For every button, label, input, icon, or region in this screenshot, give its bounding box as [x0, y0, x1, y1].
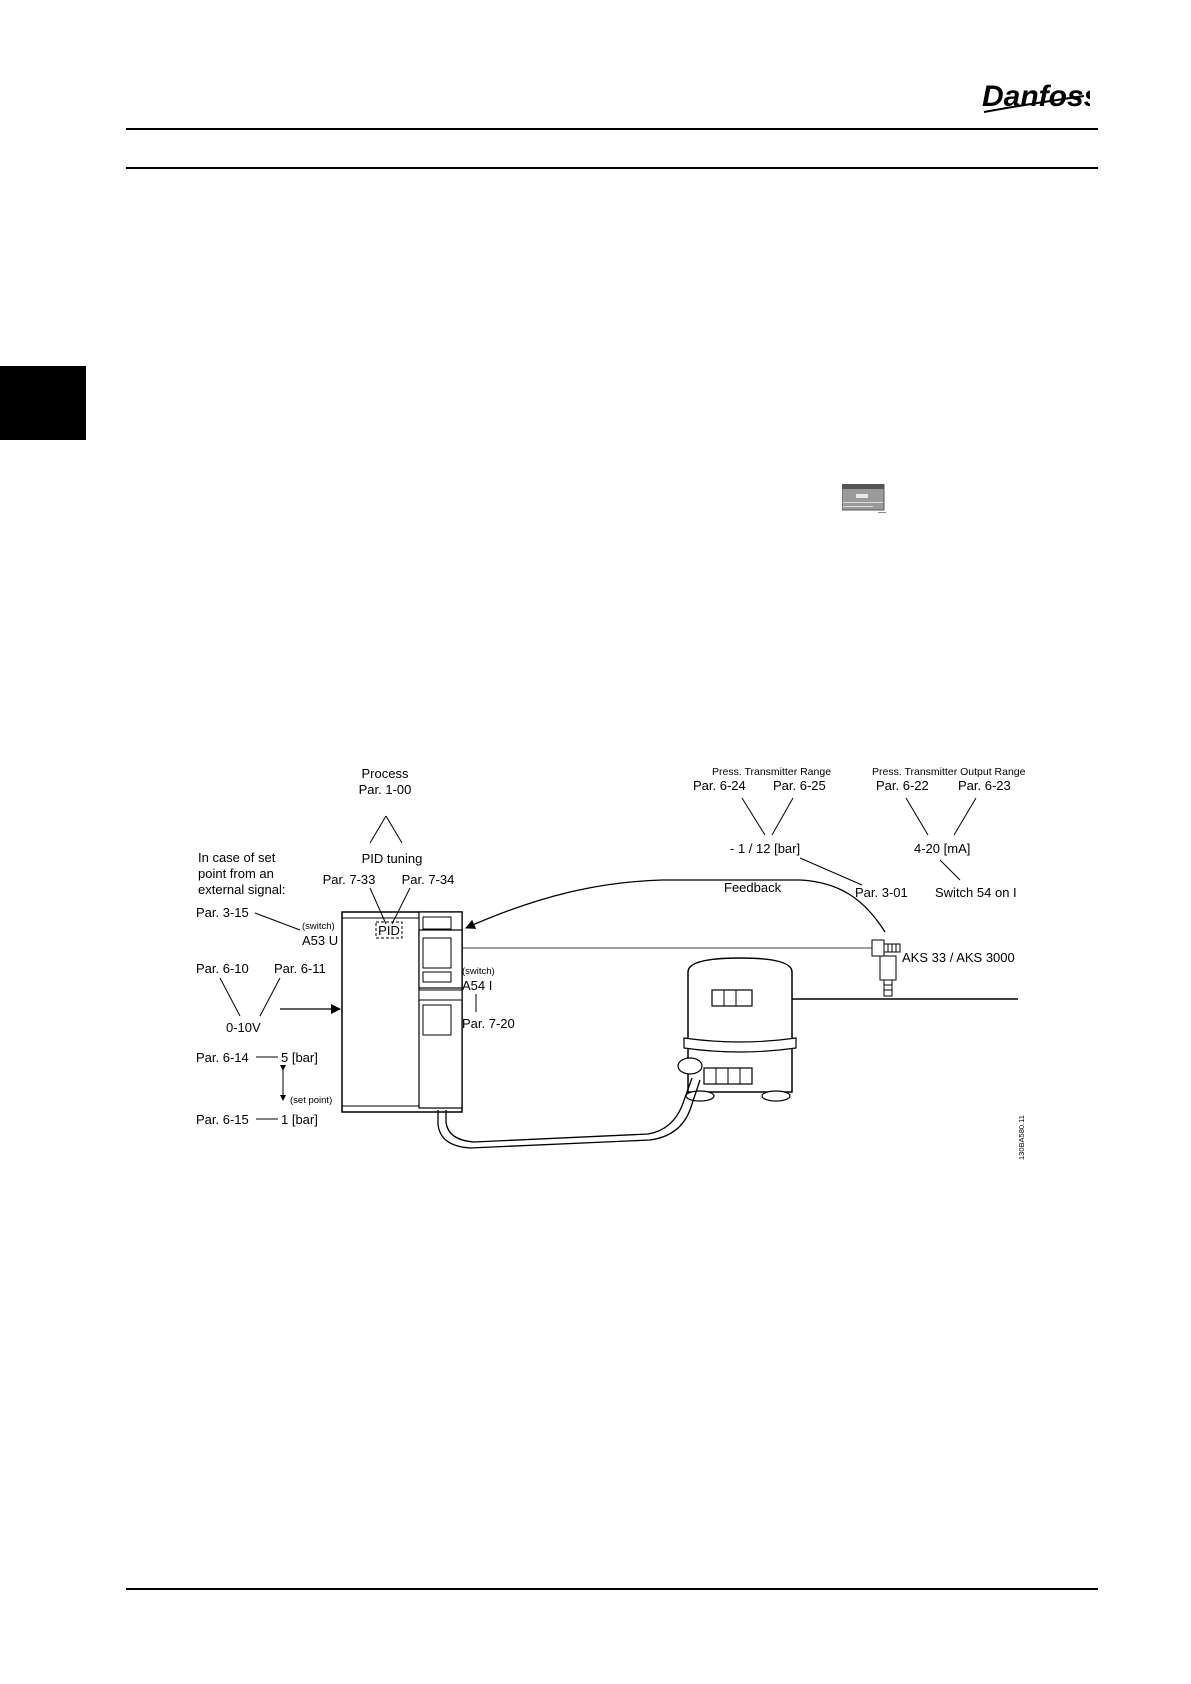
- label-set-point: (set point): [290, 1095, 332, 1106]
- label-par-3-01: Par. 3-01: [855, 885, 908, 900]
- label-a53-u: A53 U: [302, 933, 338, 948]
- frequency-converter: [341, 911, 463, 1113]
- label-range-ma: 4-20 [mA]: [914, 841, 970, 856]
- label-par-6-14: Par. 6-14: [196, 1050, 249, 1065]
- label-ext-signal-3: external signal:: [198, 882, 285, 897]
- label-switch-a53: (switch): [302, 921, 335, 932]
- compressor: [677, 957, 797, 1102]
- label-switch-54: Switch 54 on I: [935, 885, 1017, 900]
- pressure-transmitter: [871, 939, 901, 997]
- label-5-bar: 5 [bar]: [281, 1050, 318, 1065]
- label-par-7-33: Par. 7-33: [323, 872, 376, 887]
- label-par-3-15: Par. 3-15: [196, 905, 249, 920]
- label-press-range: Press. Transmitter Range: [712, 766, 831, 778]
- label-a54-i: A54 I: [462, 978, 492, 993]
- motor-cable: [437, 1079, 701, 1149]
- label-switch-a54: (switch): [462, 966, 495, 977]
- feedback-arrow: [465, 879, 886, 933]
- label-par-6-11: Par. 6-11: [274, 961, 326, 976]
- label-process: Process: [362, 766, 409, 781]
- label-par-6-25: Par. 6-25: [773, 778, 826, 793]
- label-par-6-22: Par. 6-22: [876, 778, 929, 793]
- label-par-7-20: Par. 7-20: [462, 1016, 515, 1031]
- label-par-6-10: Par. 6-10: [196, 961, 249, 976]
- pid-box: [375, 921, 403, 939]
- header-rule-bottom: [126, 167, 1098, 169]
- label-aks: AKS 33 / AKS 3000: [902, 950, 1015, 965]
- label-range-bar: - 1 / 12 [bar]: [730, 841, 800, 856]
- drawing-id: 130BA580.11: [1017, 1115, 1026, 1160]
- label-pid-tuning: PID tuning: [362, 851, 423, 866]
- label-0-10v: 0-10V: [226, 1020, 261, 1035]
- label-par-6-24: Par. 6-24: [693, 778, 746, 793]
- footer-rule: [126, 1588, 1098, 1590]
- label-par-1-00: Par. 1-00: [359, 782, 412, 797]
- header-rule-top: [126, 128, 1098, 130]
- label-1-bar: 1 [bar]: [281, 1112, 318, 1127]
- label-feedback: Feedback: [724, 880, 782, 895]
- label-par-6-23: Par. 6-23: [958, 778, 1011, 793]
- danfoss-logo: Danfoss: [978, 74, 1100, 123]
- lcp-display-thumbnail: [841, 483, 887, 516]
- label-ext-signal-2: point from an: [198, 866, 274, 881]
- label-par-6-15: Par. 6-15: [196, 1112, 249, 1127]
- label-par-7-34: Par. 7-34: [402, 872, 455, 887]
- pid-label: PID: [378, 923, 400, 938]
- label-ext-signal-1: In case of set: [198, 850, 276, 865]
- chapter-tab: [0, 366, 86, 440]
- label-press-output-range: Press. Transmitter Output Range: [872, 766, 1026, 778]
